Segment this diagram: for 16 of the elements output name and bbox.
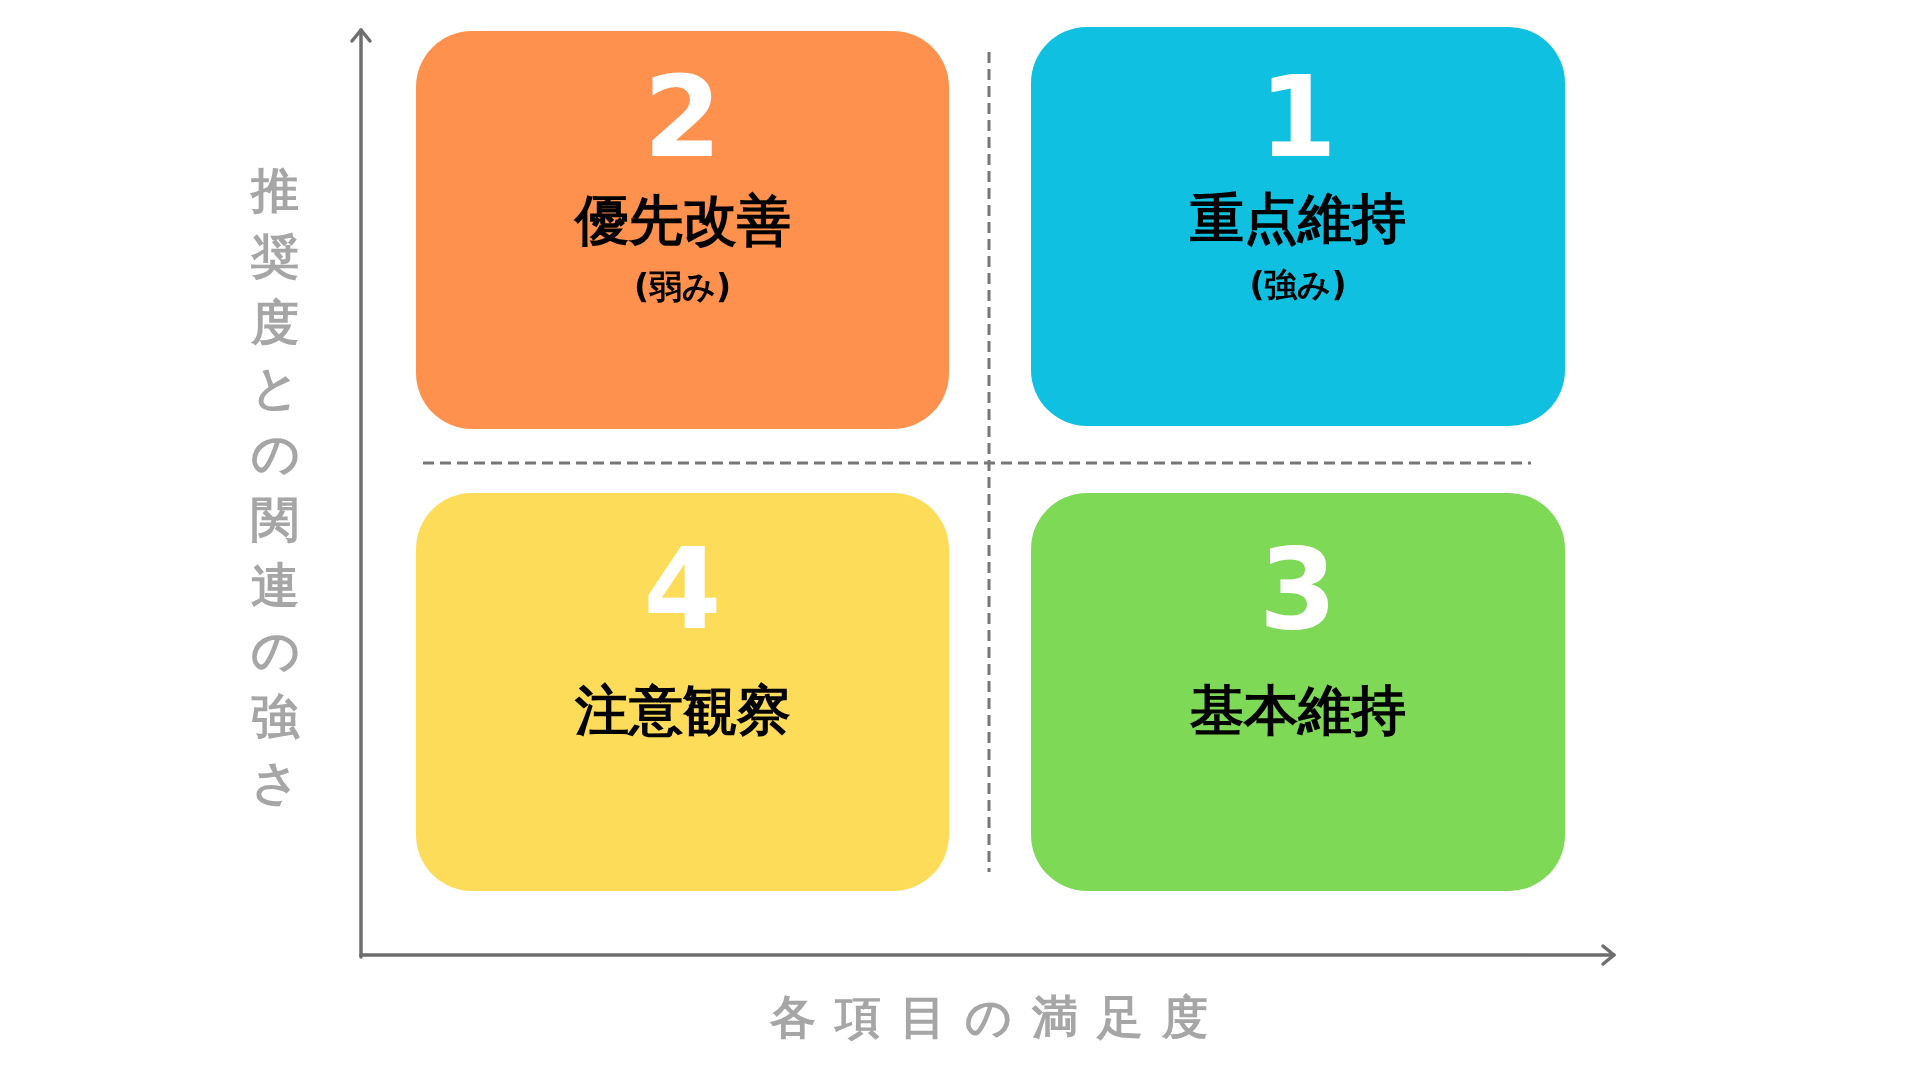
quadrant-title: 優先改善: [574, 189, 791, 254]
quadrant-box: [416, 31, 949, 429]
quadrant-title: 重点維持: [1190, 187, 1406, 252]
quadrant-subtitle: (弱み): [633, 267, 732, 307]
quadrant-number: 1: [1259, 61, 1337, 173]
quadrant-box: [1031, 27, 1565, 426]
quadrant-box: [416, 493, 949, 891]
y-axis-label: 推奨度との関連の強さ: [251, 161, 299, 812]
quadrant-number: 2: [643, 61, 722, 173]
quadrant-box: [1031, 493, 1565, 891]
quadrant-title: 注意観察: [574, 679, 791, 744]
quadrant-title: 基本維持: [1190, 679, 1406, 744]
quadrant-subtitle: (強み): [1249, 265, 1347, 305]
x-axis-label: 各項目の満足度: [769, 990, 1228, 1046]
quadrant-number: 4: [643, 533, 722, 645]
quadrant-number: 3: [1259, 533, 1337, 645]
